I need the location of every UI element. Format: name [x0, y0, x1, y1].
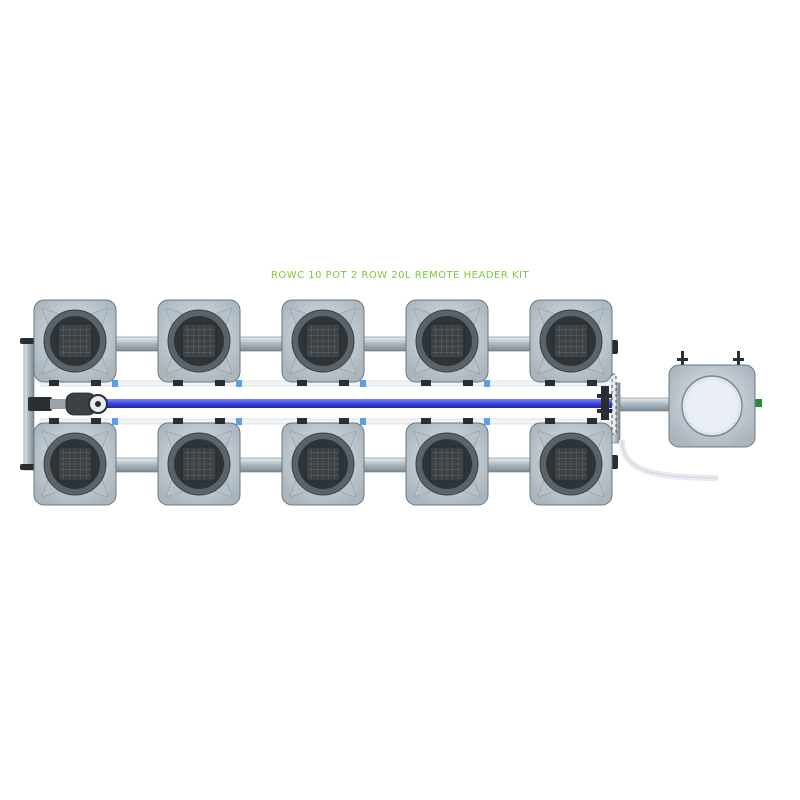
kit-title: ROWC 10 POT 2 ROW 20L REMOTE HEADER KIT: [270, 270, 530, 281]
pot-icon: [157, 418, 241, 506]
net-pot-icon: [429, 323, 465, 359]
net-pot-icon: [305, 446, 341, 482]
pot-icon: [33, 299, 117, 386]
net-pot-icon: [553, 446, 589, 482]
pot-icon: [281, 418, 365, 506]
pot-icon: [33, 418, 117, 506]
feed-line: [100, 399, 612, 408]
pot-icon: [405, 299, 489, 386]
net-pot-icon: [305, 323, 341, 359]
valve-assembly: [597, 373, 617, 435]
pump-icon: [28, 392, 108, 416]
pot-rows: [33, 299, 613, 506]
net-pot-icon: [553, 323, 589, 359]
pot-icon: [529, 299, 613, 386]
pot-icon: [405, 418, 489, 506]
net-pot-icon: [57, 446, 93, 482]
return-lines: [39, 380, 611, 425]
pot-icon: [529, 418, 613, 506]
pot-icon: [281, 299, 365, 386]
header-tank-icon: [668, 351, 762, 448]
net-pot-icon: [181, 446, 217, 482]
pot-icon: [157, 299, 241, 386]
net-pot-icon: [429, 446, 465, 482]
net-pot-icon: [57, 323, 93, 359]
net-pot-icon: [181, 323, 217, 359]
